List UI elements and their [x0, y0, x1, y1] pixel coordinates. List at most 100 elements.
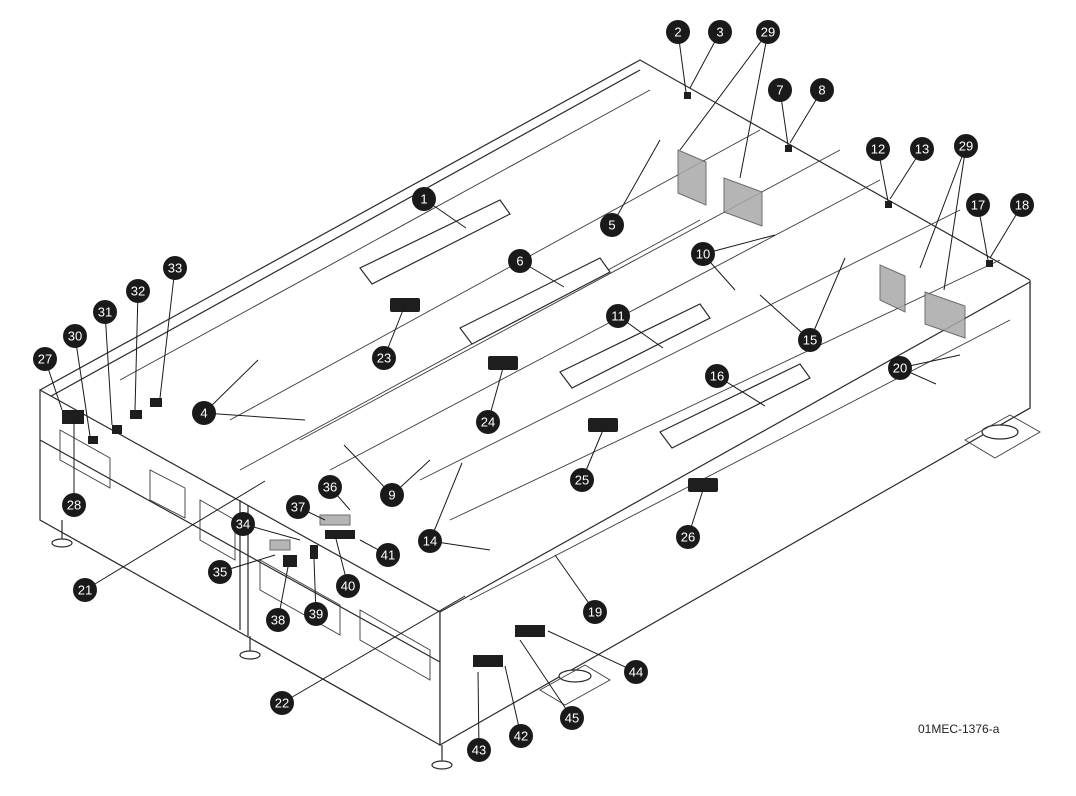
callout-circle — [192, 401, 216, 425]
callout-c38: 38 — [266, 608, 290, 632]
callout-circle — [126, 279, 150, 303]
callout-c10: 10 — [691, 242, 715, 266]
callout-c26: 26 — [676, 525, 700, 549]
callout-c31: 31 — [93, 300, 117, 324]
callout-circle — [583, 600, 607, 624]
callout-c22: 22 — [270, 691, 294, 715]
callout-label: 40 — [341, 579, 355, 594]
callout-label: 45 — [565, 711, 579, 726]
callout-label: 9 — [388, 488, 395, 503]
callout-label: 8 — [818, 83, 825, 98]
callout-label: 21 — [78, 583, 92, 598]
callout-circle — [467, 738, 491, 762]
callout-label: 35 — [213, 565, 227, 580]
callout-circle — [708, 20, 732, 44]
callout-label: 27 — [38, 352, 52, 367]
leader-line — [159, 267, 176, 399]
callout-label: 25 — [575, 473, 589, 488]
interior-rails — [119, 89, 1011, 601]
leveling-foot — [539, 664, 611, 706]
callout-circle — [270, 691, 294, 715]
callout-circle — [705, 364, 729, 388]
callout-label: 14 — [423, 534, 437, 549]
callout-label: 32 — [131, 284, 145, 299]
leader-line — [203, 412, 306, 421]
callout-c14: 14 — [418, 529, 442, 553]
callout-circle — [376, 543, 400, 567]
callout-label: 12 — [871, 142, 885, 157]
callout-circle — [810, 78, 834, 102]
callout-circle — [286, 495, 310, 519]
callout-c37: 37 — [286, 495, 310, 519]
callout-c30: 30 — [63, 324, 87, 348]
callout-circle — [676, 525, 700, 549]
callout-circle — [624, 660, 648, 684]
callout-label: 44 — [629, 665, 643, 680]
callout-circle — [954, 134, 978, 158]
callout-c33: 33 — [163, 256, 187, 280]
leader-line — [519, 639, 573, 719]
callout-c1: 1 — [412, 187, 436, 211]
callout-label: 39 — [309, 607, 323, 622]
callout-circle — [1010, 193, 1034, 217]
callout-c3: 3 — [708, 20, 732, 44]
callout-label: 43 — [472, 743, 486, 758]
callout-c23: 23 — [372, 346, 396, 370]
leader-line — [809, 257, 846, 341]
callout-c12: 12 — [866, 137, 890, 161]
callout-circle — [768, 78, 792, 102]
callout-c16: 16 — [705, 364, 729, 388]
callout-circle — [33, 347, 57, 371]
callout-circle — [798, 328, 822, 352]
callout-c2: 2 — [666, 20, 690, 44]
callout-label: 26 — [681, 530, 695, 545]
connector — [488, 356, 518, 370]
highlighted-modules — [677, 149, 966, 339]
callout-label: 33 — [168, 261, 182, 276]
leader-line — [104, 311, 113, 426]
callout-c7: 7 — [768, 78, 792, 102]
callout-circle — [570, 468, 594, 492]
callout-label: 3 — [716, 25, 723, 40]
callout-circle — [63, 324, 87, 348]
callout-label: 15 — [803, 333, 817, 348]
callout-c36: 36 — [318, 475, 342, 499]
callout-c40: 40 — [336, 574, 360, 598]
callout-c39: 39 — [304, 602, 328, 626]
callout-circle — [304, 602, 328, 626]
callout-label: 24 — [481, 415, 495, 430]
callout-c15: 15 — [798, 328, 822, 352]
leader-line — [547, 630, 637, 673]
leader-line — [429, 462, 463, 542]
leader-line — [477, 671, 480, 751]
callout-c29a: 29 — [756, 20, 780, 44]
callout-circle — [62, 493, 86, 517]
connector — [588, 418, 618, 432]
callout-c4: 4 — [192, 401, 216, 425]
callout-label: 23 — [377, 351, 391, 366]
leader-line — [134, 290, 139, 411]
leader-line — [74, 335, 91, 437]
callout-c32: 32 — [126, 279, 150, 303]
callout-c17: 17 — [966, 193, 990, 217]
leader-line — [919, 145, 967, 269]
callout-circle — [318, 475, 342, 499]
callout-circle — [691, 242, 715, 266]
callout-label: 30 — [68, 329, 82, 344]
callout-circle — [93, 300, 117, 324]
leader-line — [702, 234, 776, 255]
callout-c27: 27 — [33, 347, 57, 371]
callout-c43: 43 — [467, 738, 491, 762]
callout-circle — [910, 137, 934, 161]
leader-line — [679, 31, 769, 151]
callout-label: 16 — [710, 369, 724, 384]
callout-label: 13 — [915, 142, 929, 157]
callout-c19: 19 — [583, 600, 607, 624]
callout-c6: 6 — [508, 249, 532, 273]
callout-circle — [606, 304, 630, 328]
callout-circle — [231, 512, 255, 536]
callout-label: 6 — [516, 254, 523, 269]
callout-c8: 8 — [810, 78, 834, 102]
